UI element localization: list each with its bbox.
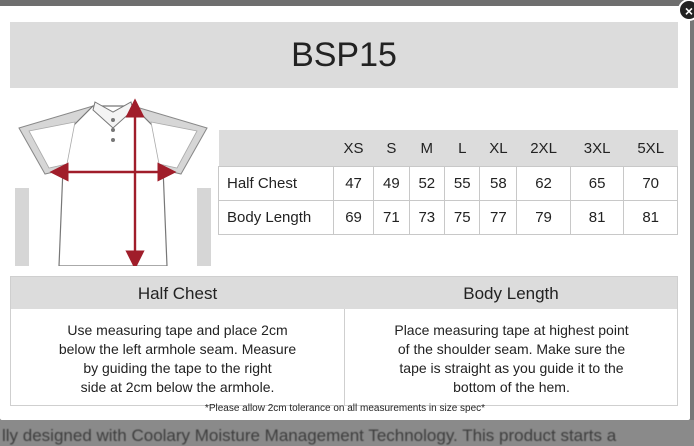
table-cell: 70 [623, 166, 678, 201]
half-chest-instructions: Use measuring tape and place 2cm below t… [11, 321, 344, 397]
tolerance-footnote: *Please allow 2cm tolerance on all measu… [204, 403, 486, 414]
body-length-instructions: Place measuring tape at highest point of… [345, 321, 678, 397]
table-cell: 69 [332, 200, 375, 235]
table-cell: 71 [373, 200, 410, 235]
size-chart-modal: BSP15 XS S [0, 0, 694, 420]
table-cell: 55 [444, 166, 481, 201]
table-cell: 52 [408, 166, 446, 201]
table-cell: 47 [332, 166, 375, 201]
table-cell: 77 [479, 200, 518, 235]
size-header: XL [489, 139, 508, 157]
table-cell: 65 [569, 166, 625, 201]
size-header: 2XL [530, 139, 557, 157]
size-header-row: XS S M L XL 2XL 3XL 5XL [218, 130, 678, 167]
table-row-half-chest: Half Chest 47 49 52 55 58 62 65 70 [218, 166, 678, 201]
row-label: Half Chest [218, 166, 334, 201]
table-cell: 75 [444, 200, 481, 235]
instruction-line: below the left armhole seam. Measure [58, 341, 297, 357]
table-cell: 49 [373, 166, 410, 201]
background-product-text: lly designed with Coolary Moisture Manag… [2, 426, 617, 445]
size-header: 3XL [583, 139, 611, 157]
instruction-line: by guiding the tape to the right [83, 360, 272, 376]
instruction-line: side at 2cm below the armhole. [80, 379, 275, 395]
size-table: XS S M L XL 2XL 3XL 5XL Half Chest 47 49… [218, 130, 678, 235]
polo-shirt-diagram [15, 98, 211, 266]
table-cell: 81 [569, 200, 625, 235]
size-header: XS [343, 139, 364, 157]
close-button[interactable]: × [678, 0, 694, 21]
page-backdrop-bottom: lly designed with Coolary Moisture Manag… [0, 420, 694, 446]
table-cell: 73 [408, 200, 446, 235]
how-to-measure-panel: Half Chest Body Length Use measuring tap… [10, 276, 678, 406]
half-chest-heading: Half Chest [137, 284, 218, 303]
table-row-body-length: Body Length 69 71 73 75 77 79 81 81 [218, 200, 678, 235]
instruction-line: bottom of the hem. [453, 379, 570, 395]
modal-title-bar: BSP15 [10, 22, 678, 88]
size-header: L [458, 139, 467, 157]
size-header: 5XL [637, 139, 665, 157]
instruction-line: Use measuring tape and place 2cm [67, 322, 288, 338]
size-header-corner [219, 130, 334, 167]
table-cell: 81 [623, 200, 678, 235]
modal-title: BSP15 [291, 35, 397, 74]
table-cell: 79 [516, 200, 571, 235]
close-icon: × [684, 3, 694, 19]
column-divider [344, 309, 345, 406]
table-cell: 58 [479, 166, 518, 201]
how-to-measure-header: Half Chest Body Length [11, 277, 677, 309]
size-header: S [386, 139, 397, 157]
instruction-line: of the shoulder seam. Make sure the [397, 341, 626, 357]
body-length-heading: Body Length [463, 284, 559, 303]
instruction-line: tape is straight as you guide it to the [399, 360, 624, 376]
table-cell: 62 [516, 166, 571, 201]
row-label: Body Length [218, 200, 334, 235]
instruction-line: Place measuring tape at highest point [394, 322, 629, 338]
size-header: M [420, 139, 434, 157]
